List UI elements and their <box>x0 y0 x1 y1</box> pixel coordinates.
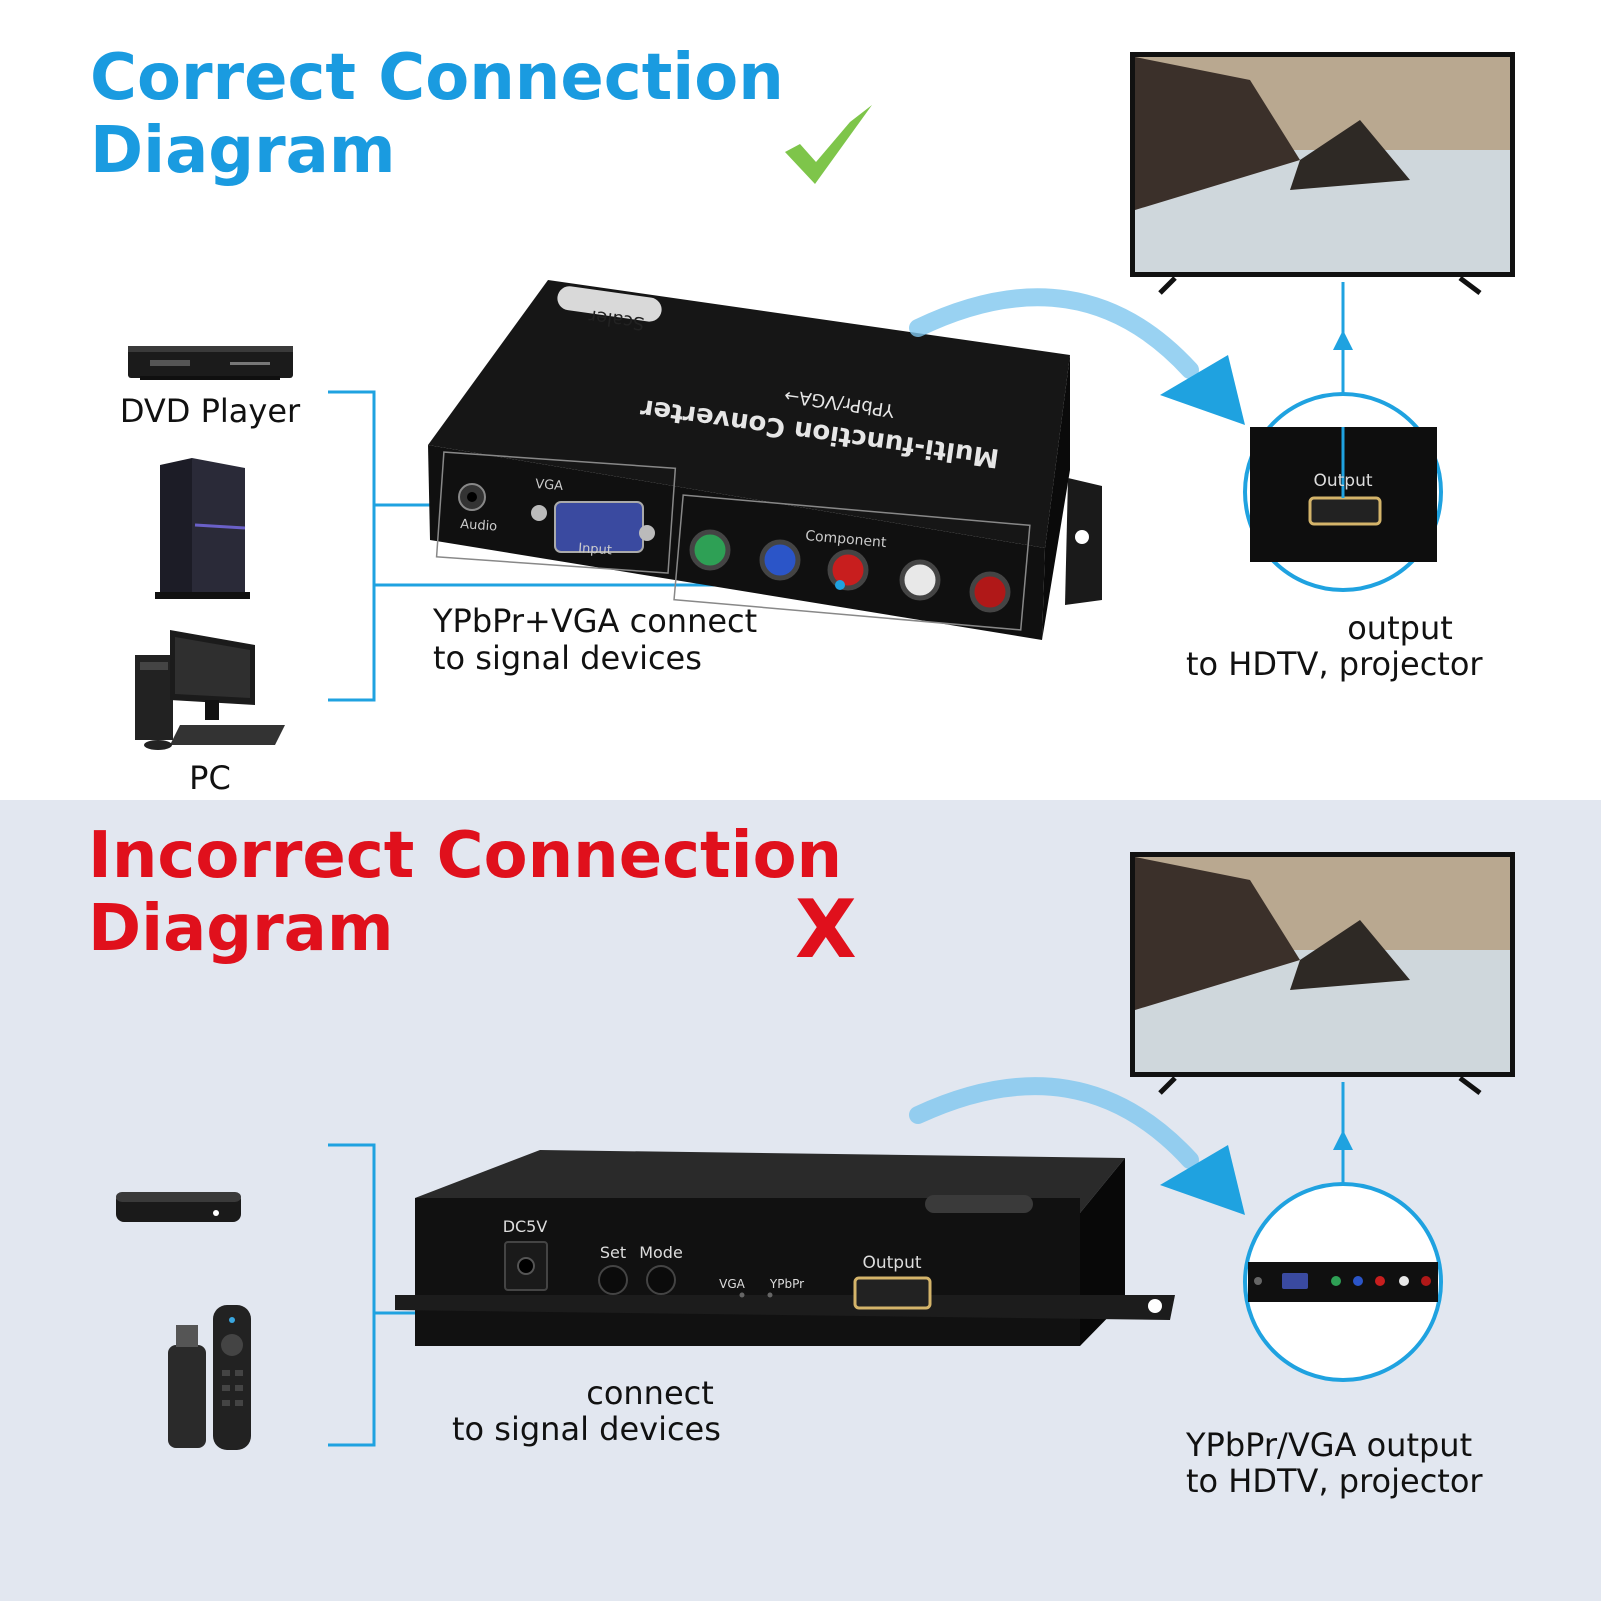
correct-diagram-panel: Correct Connection Diagram <box>0 0 1601 800</box>
incorrect-heading: Incorrect Connection Diagram <box>88 820 842 966</box>
correct-heading: Correct Connection Diagram <box>90 42 784 188</box>
input-ports-callout <box>1243 1182 1443 1382</box>
top-output-text-line1: output <box>1347 609 1453 647</box>
tv-icon <box>1130 852 1515 1095</box>
curved-arrow-icon <box>909 288 1245 425</box>
curved-arrow-icon <box>909 1077 1245 1215</box>
top-connect-text-line2: to signal devices <box>433 639 702 677</box>
correct-heading-line1: Correct Connection <box>90 41 784 115</box>
dc5v-label: DC5V <box>503 1217 548 1236</box>
callout-output-label: Output <box>1313 471 1372 491</box>
incorrect-heading-line2: Diagram <box>88 892 394 966</box>
streaming-stick-icon <box>168 1325 206 1448</box>
bottom-output-text-line1: YPbPr/VGA output <box>1186 1426 1473 1464</box>
converter-box-bottom <box>395 1150 1175 1346</box>
dvd-player-label: DVD Player <box>119 392 301 430</box>
correct-diagram-graphic: Multi-function Converter YPbPr/VGA→ Scal… <box>128 52 1515 750</box>
incorrect-diagram-panel: Incorrect Connection Diagram X <box>0 800 1601 1601</box>
dvd-player-icon <box>128 346 293 380</box>
incorrect-diagram-graphic: DC5V Set Mode VGA YPbPr Output <box>116 852 1515 1450</box>
pc-icon <box>135 630 285 750</box>
tv-icon <box>1130 52 1515 295</box>
game-console-icon <box>155 458 250 599</box>
mode-label: Mode <box>639 1243 683 1262</box>
output-port-label: Output <box>862 1253 921 1273</box>
audio-port-label: Audio <box>460 517 498 535</box>
input-port-label: Input <box>578 541 613 558</box>
vga-port-label: VGA <box>535 477 564 494</box>
vga-led-label: VGA <box>719 1277 746 1291</box>
set-label: Set <box>600 1243 626 1262</box>
streaming-box-icon <box>116 1192 241 1222</box>
pc-label: PC <box>189 759 231 797</box>
bottom-connect-text-line1: connect <box>586 1374 714 1412</box>
remote-control-icon <box>213 1305 251 1450</box>
ypbpr-led-label: YPbPr <box>769 1277 804 1291</box>
bottom-connect-text-line2: to signal devices <box>452 1410 721 1448</box>
converter-box-top <box>428 280 1102 640</box>
incorrect-heading-line1: Incorrect Connection <box>88 819 843 893</box>
component-port-label: Component <box>805 528 888 551</box>
output-callout <box>1243 392 1443 592</box>
correct-heading-line2: Diagram <box>90 114 396 188</box>
checkmark-icon <box>785 105 872 184</box>
x-mark-icon: X <box>795 883 857 976</box>
bottom-output-text-line2: to HDTV, projector <box>1186 1462 1483 1500</box>
top-output-text-line2: to HDTV, projector <box>1186 645 1483 683</box>
top-connect-text-line1: YPbPr+VGA connect <box>433 602 758 640</box>
